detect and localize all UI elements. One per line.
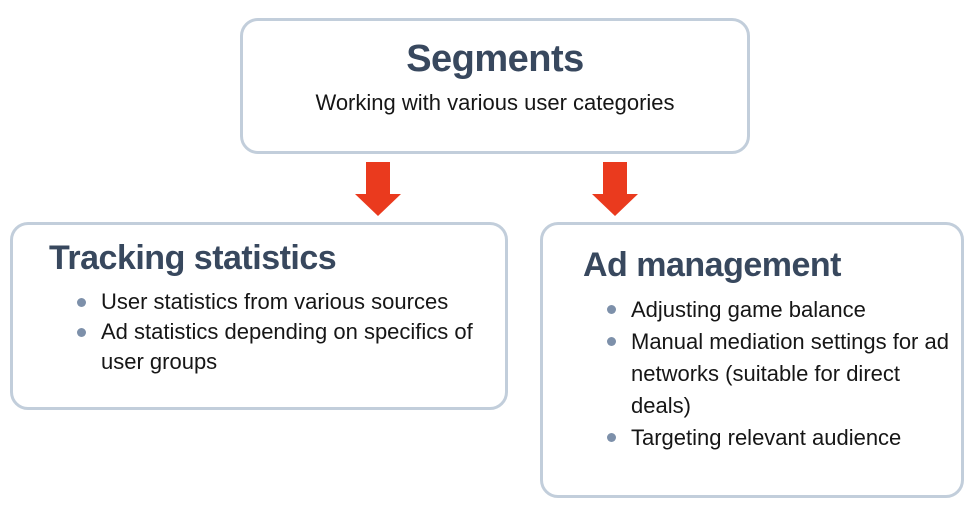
tracking-statistics-bullet-list: User statistics from various sources Ad … bbox=[13, 287, 505, 377]
list-item-text: Adjusting game balance bbox=[631, 297, 866, 323]
arrow-head bbox=[355, 194, 401, 216]
bullet-dot-icon bbox=[607, 337, 616, 347]
arrow-shaft bbox=[603, 162, 627, 194]
list-item: Manual mediation settings for ad network… bbox=[607, 326, 953, 422]
node-segments-subtitle: Working with various user categories bbox=[315, 89, 675, 115]
arrow-down-left-icon bbox=[355, 162, 401, 216]
list-item: Adjusting game balance bbox=[607, 294, 953, 326]
bullet-dot-icon bbox=[77, 328, 86, 338]
list-item-text: Ad statistics depending on specifics of … bbox=[101, 319, 473, 375]
list-item: User statistics from various sources bbox=[77, 287, 497, 317]
list-item-text: User statistics from various sources bbox=[101, 289, 449, 315]
bullet-dot-icon bbox=[607, 433, 616, 443]
ad-management-bullet-list: Adjusting game balance Manual mediation … bbox=[543, 294, 961, 454]
node-ad-management-title: Ad management bbox=[583, 246, 842, 284]
node-tracking-statistics-title: Tracking statistics bbox=[49, 239, 337, 277]
node-segments: Segments Working with various user categ… bbox=[240, 18, 750, 154]
list-item-text: Targeting relevant audience bbox=[631, 425, 902, 451]
arrow-shaft bbox=[366, 162, 390, 194]
node-tracking-statistics: Tracking statistics User statistics from… bbox=[10, 222, 508, 410]
arrow-head bbox=[592, 194, 638, 216]
list-item-text: Manual mediation settings for ad network… bbox=[631, 329, 949, 419]
arrow-down-right-icon bbox=[592, 162, 638, 216]
node-segments-title: Segments bbox=[406, 38, 584, 80]
bullet-dot-icon bbox=[607, 305, 616, 315]
list-item: Ad statistics depending on specifics of … bbox=[77, 317, 497, 377]
node-ad-management: Ad management Adjusting game balance Man… bbox=[540, 222, 964, 498]
list-item: Targeting relevant audience bbox=[607, 422, 953, 454]
bullet-dot-icon bbox=[77, 298, 86, 308]
